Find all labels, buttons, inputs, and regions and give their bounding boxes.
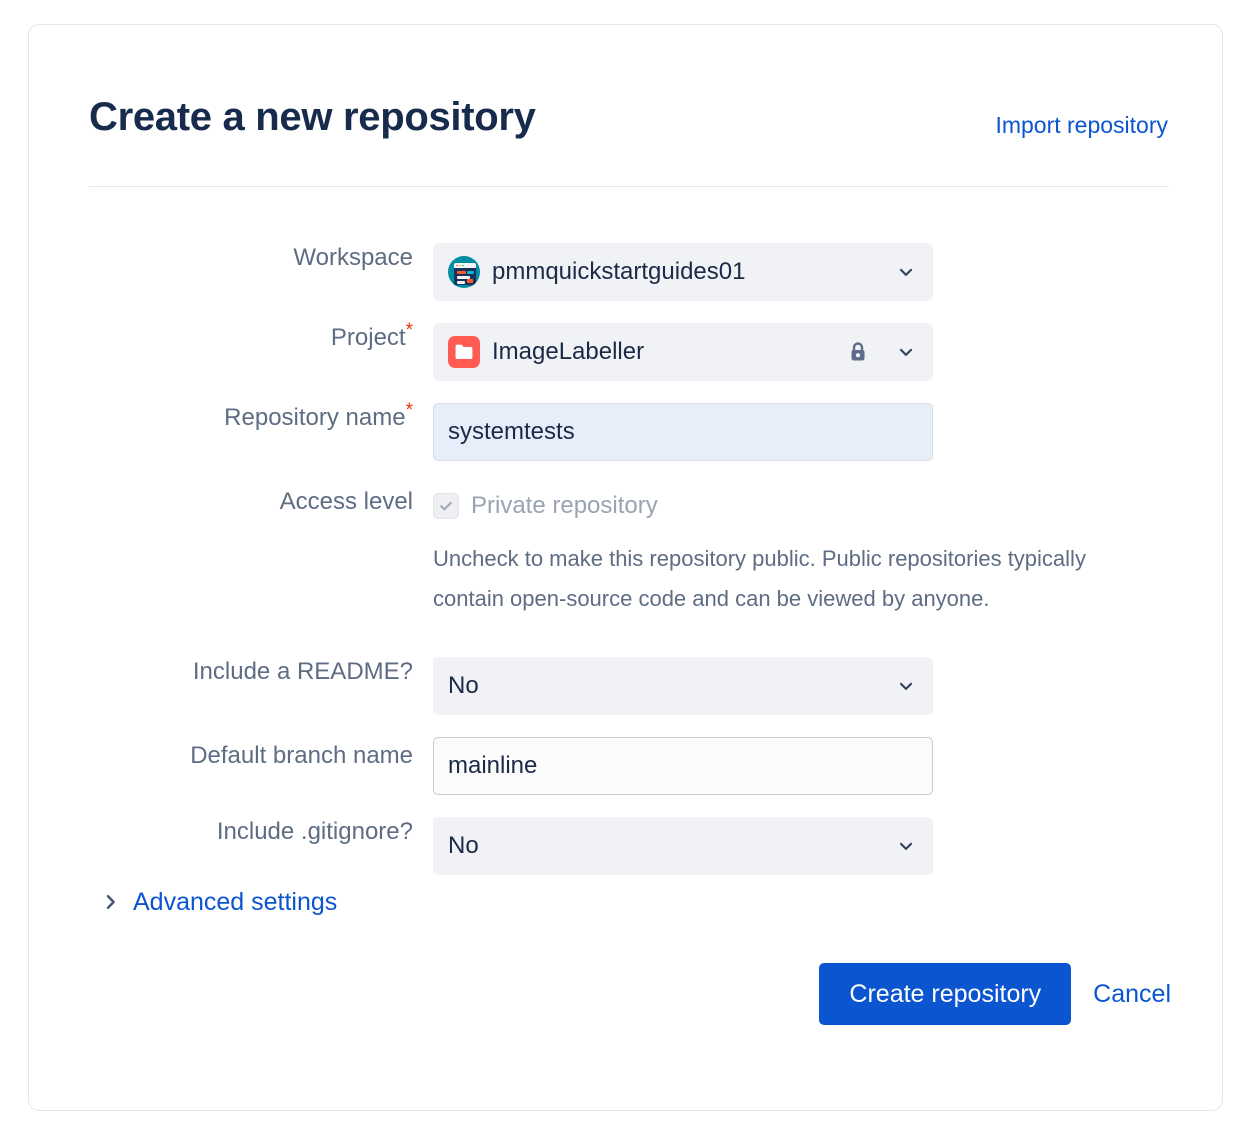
default-branch-field [433,737,1194,795]
repository-name-label: Repository name* [89,400,433,433]
create-repository-card: Create a new repository Import repositor… [28,24,1223,1111]
repository-name-input[interactable] [433,403,933,461]
workspace-field: pmmquickstartguides01 [433,243,1194,301]
advanced-settings-toggle[interactable]: Advanced settings [102,887,337,917]
private-repository-checkbox[interactable] [433,493,459,519]
project-required-mark: * [405,320,413,341]
default-branch-row: Default branch name [89,737,1194,795]
include-readme-row: Include a README? No [89,657,1194,715]
chevron-down-icon [899,348,913,356]
include-readme-label: Include a README? [192,658,413,685]
workspace-avatar-icon [448,256,480,288]
project-label-text: Project [330,324,406,351]
advanced-settings-label: Advanced settings [133,888,338,916]
access-level-label: Access level [279,488,413,515]
repository-name-field [433,403,1194,461]
default-branch-label: Default branch name [190,742,413,769]
workspace-select[interactable]: pmmquickstartguides01 [433,243,933,301]
create-repository-form: Workspace pmmquickstartguides01 [89,243,1194,1025]
access-level-row: Access level Private repository Uncheck … [89,487,1194,619]
chevron-down-icon [899,682,913,690]
chevron-down-icon [899,268,913,276]
include-readme-field: No [433,657,1194,715]
private-repository-checkbox-label: Private repository [471,492,658,519]
default-branch-input[interactable] [433,737,933,795]
card-content: Create a new repository Import repositor… [89,81,1194,1025]
chevron-right-icon [106,895,115,909]
cancel-button[interactable]: Cancel [1093,979,1171,1008]
project-select[interactable]: ImageLabeller [433,323,933,381]
repository-name-label-text: Repository name [224,404,406,431]
folder-icon [448,336,480,368]
include-gitignore-select[interactable]: No [433,817,933,875]
access-level-help-text: Uncheck to make this repository public. … [433,546,1086,611]
project-field: ImageLabeller [433,323,1194,381]
repository-name-row: Repository name* [89,400,1194,461]
include-gitignore-field: No [433,817,1194,875]
lock-icon [851,342,865,361]
page-title: Create a new repository [89,95,536,139]
include-readme-select[interactable]: No [433,657,933,715]
include-gitignore-row: Include .gitignore? No [89,817,1194,875]
card-header: Create a new repository Import repositor… [89,81,1169,187]
include-gitignore-label: Include .gitignore? [216,818,413,845]
private-repository-checkbox-row[interactable]: Private repository [433,487,1194,523]
form-actions: Create repository Cancel [89,963,1171,1025]
project-row: Project* ImageLabeller [89,320,1194,381]
chevron-down-icon [899,842,913,850]
create-repository-button[interactable]: Create repository [819,963,1072,1025]
project-value: ImageLabeller [492,338,645,365]
repository-name-required-mark: * [405,400,413,421]
check-icon [440,501,452,511]
include-gitignore-value: No [448,832,479,859]
import-repository-link[interactable]: Import repository [995,112,1168,138]
include-readme-value: No [448,672,479,699]
access-level-field: Private repository Uncheck to make this … [433,487,1194,619]
workspace-row: Workspace pmmquickstartguides01 [89,243,1194,301]
workspace-value: pmmquickstartguides01 [492,258,746,285]
workspace-label: Workspace [293,244,413,271]
project-label: Project* [89,320,433,353]
